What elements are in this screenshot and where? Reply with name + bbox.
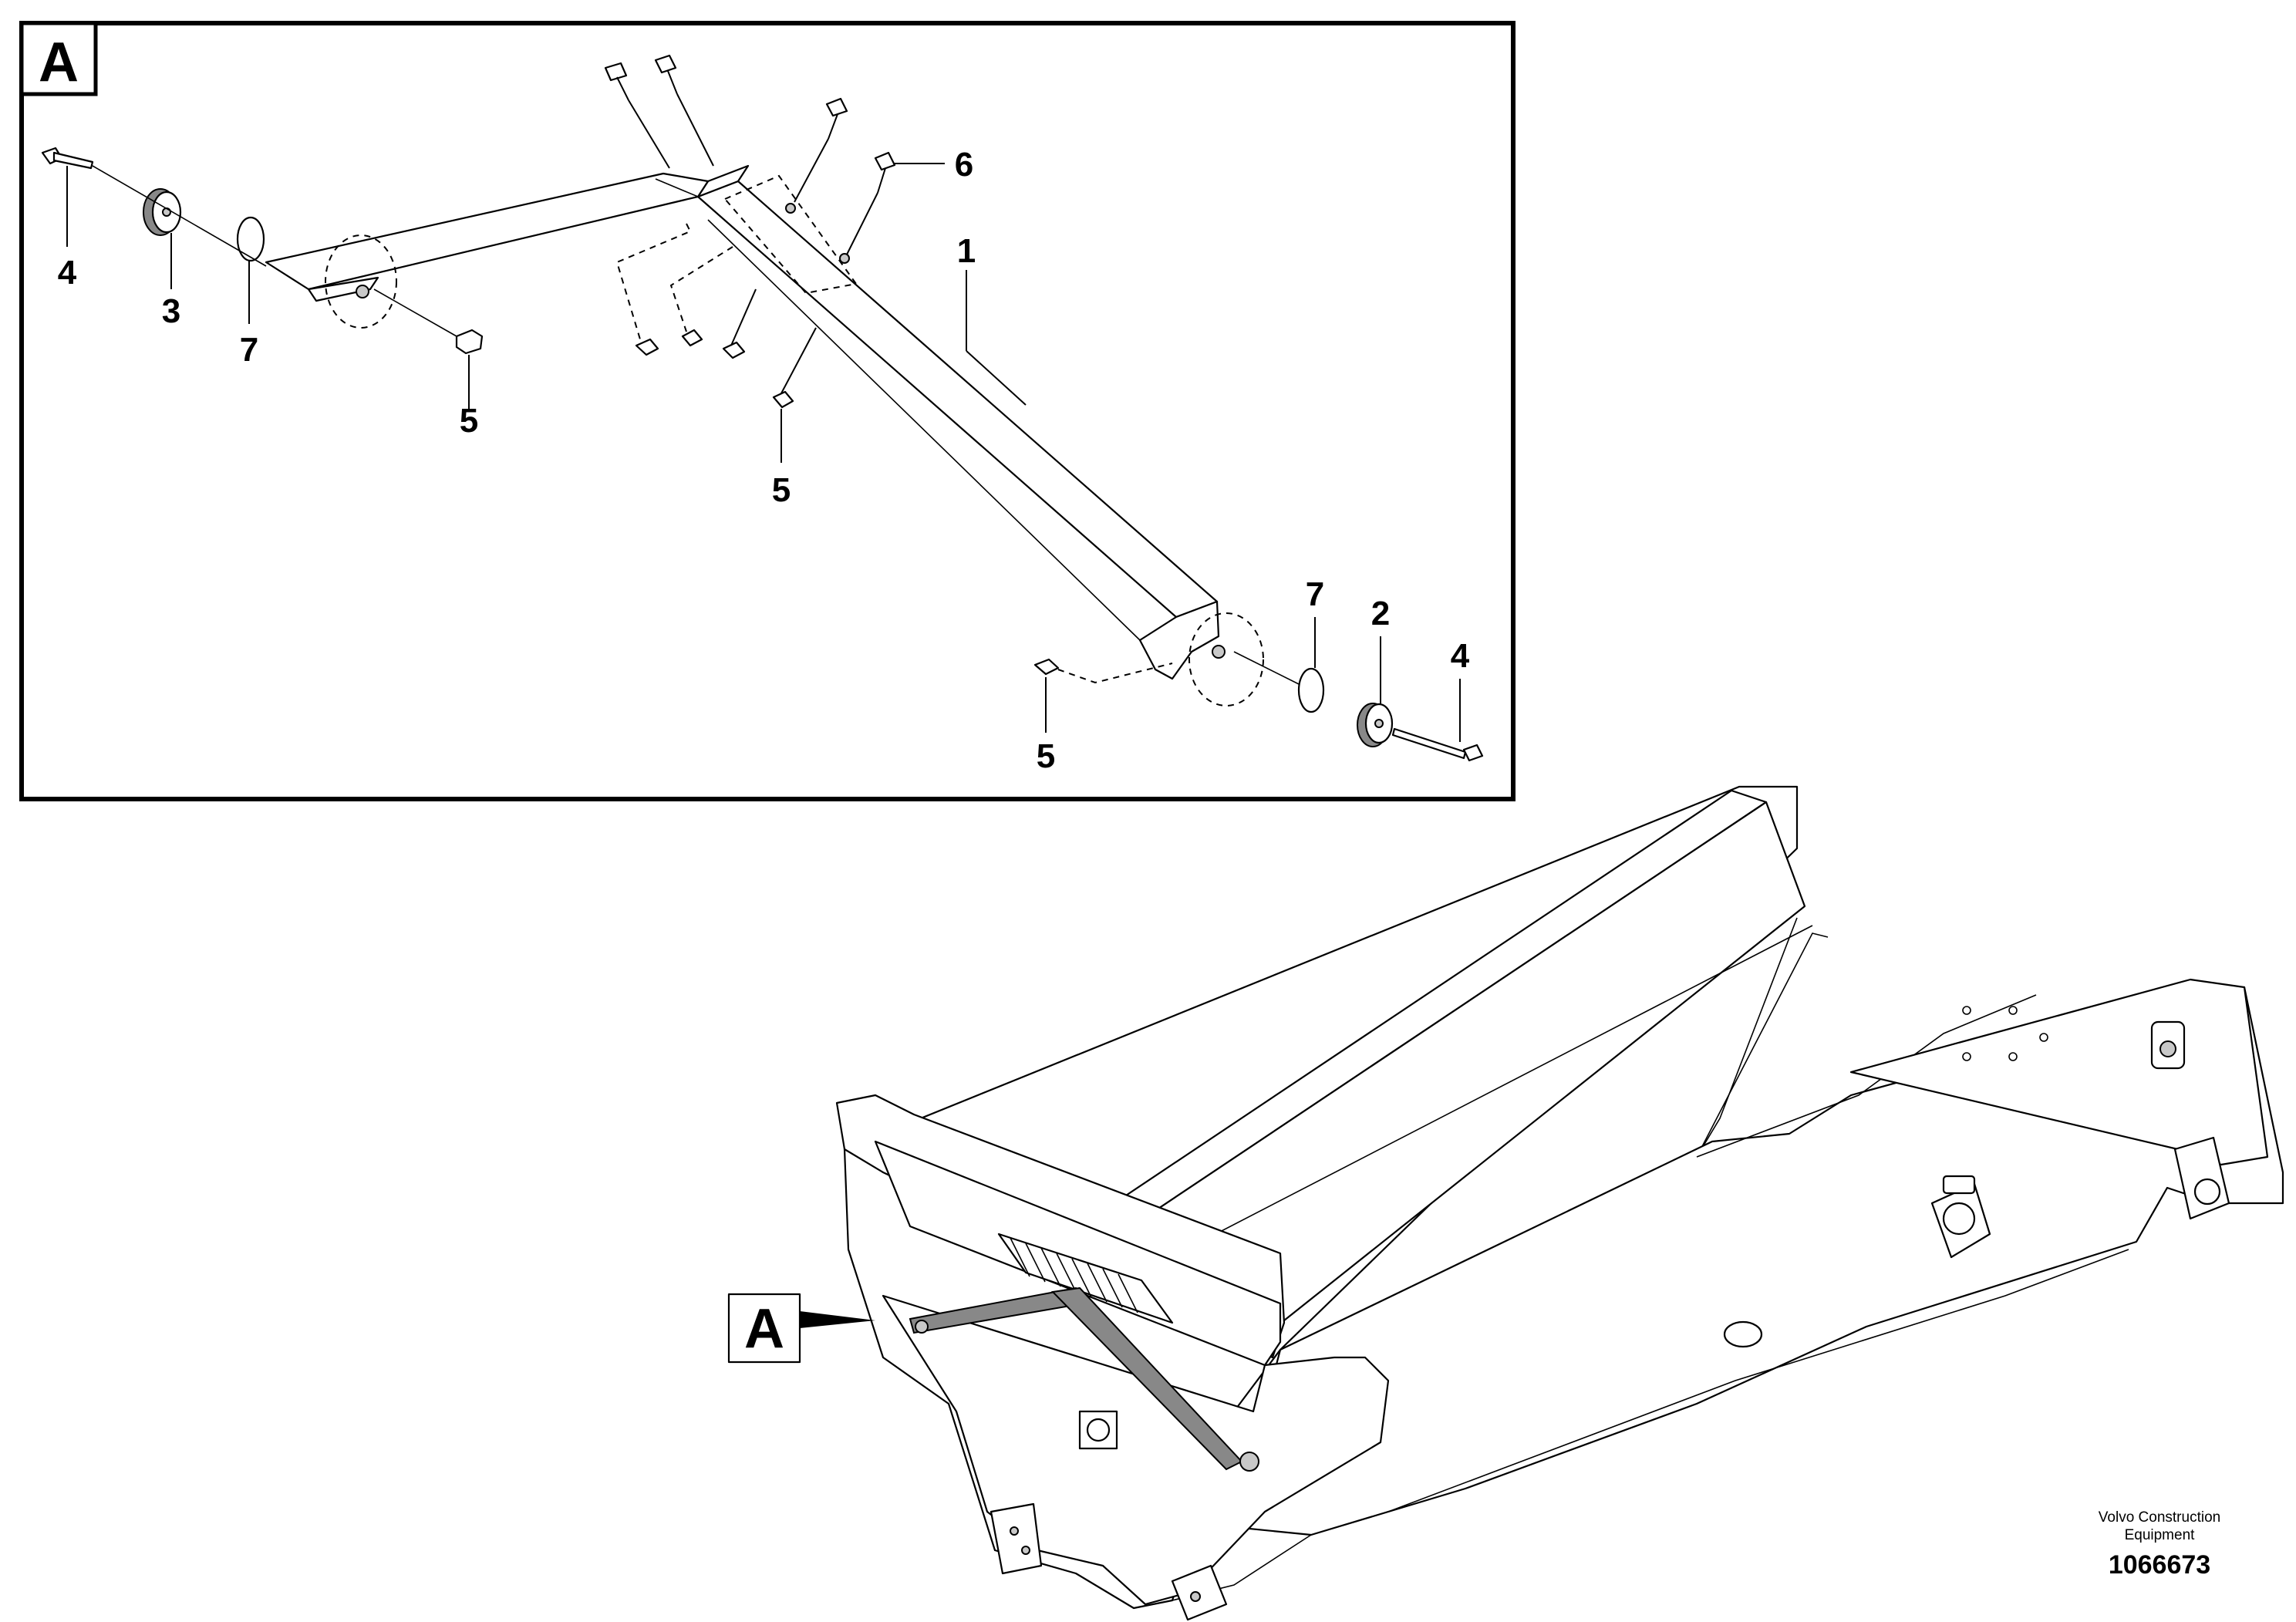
installed-brace [909, 1286, 1259, 1472]
mounting-plate-outline [723, 174, 858, 295]
front-lug-left [990, 1502, 1043, 1575]
dump-body-overview: A [727, 785, 2284, 1621]
bushing-3-left [143, 188, 182, 289]
part-number: 1066673 [2109, 1550, 2210, 1580]
bolt-6 [846, 151, 945, 255]
brand-line-1: Volvo Construction [2099, 1509, 2220, 1526]
vent-slats [1010, 1237, 1138, 1313]
plate-hole [839, 253, 850, 264]
callout-2: 2 [1371, 595, 1390, 632]
underframe-b [1387, 1249, 2129, 1512]
bushing-2-right [1357, 636, 1394, 747]
brace-short-arm [265, 172, 710, 329]
bolt-4-left [41, 147, 94, 247]
callout-7-left: 7 [240, 331, 258, 369]
dash-to-nut-a [615, 223, 692, 340]
hinge-rear [2173, 1136, 2230, 1220]
detail-label: A [39, 32, 79, 93]
callout-5-b: 5 [772, 471, 791, 509]
front-headboard-inner [874, 1140, 1282, 1367]
overview-label: A [744, 1298, 784, 1360]
washer-7-left [236, 216, 265, 324]
tip-hinge [1930, 1175, 1991, 1259]
front-lug-right [1171, 1564, 1228, 1621]
floor-crease [1696, 932, 1829, 1158]
nut-5-b [772, 327, 817, 463]
brace-long-arm [696, 164, 1264, 706]
callout-4-left: 4 [58, 254, 77, 292]
washer-7-right [1297, 617, 1325, 713]
callout-7-right: 7 [1306, 575, 1324, 613]
top-bolt-3 [794, 97, 848, 203]
callout-1-leader-b [966, 350, 1027, 406]
nut-lower-c [722, 288, 757, 359]
callout-5-a: 5 [460, 402, 478, 440]
callout-4-right: 4 [1451, 637, 1470, 675]
callout-6: 6 [955, 146, 973, 184]
callout-5-c: 5 [1037, 737, 1055, 775]
brand-line-2: Equipment [2125, 1527, 2196, 1543]
axis-line-left [92, 165, 267, 267]
nut-5-a [373, 288, 484, 409]
top-bolt-1 [604, 62, 670, 169]
detail-view-a: A [19, 21, 1515, 801]
nut-5-c [1033, 658, 1173, 733]
detail-label-box [19, 21, 98, 96]
top-bolt-2 [654, 54, 714, 167]
axis-line-right [1233, 651, 1304, 687]
plate-hole [785, 203, 796, 214]
nut-lower-b [681, 329, 703, 347]
callout-3: 3 [162, 292, 180, 330]
detail-frame [19, 21, 1515, 801]
nut-lower-a [635, 338, 659, 356]
overview-pointer-a [727, 1293, 875, 1364]
callout-1: 1 [957, 232, 976, 270]
underframe-lug [1723, 1320, 1763, 1348]
front-vent [997, 1233, 1174, 1324]
bolt-4-right [1391, 679, 1484, 762]
dash-to-nut-b [669, 246, 733, 332]
